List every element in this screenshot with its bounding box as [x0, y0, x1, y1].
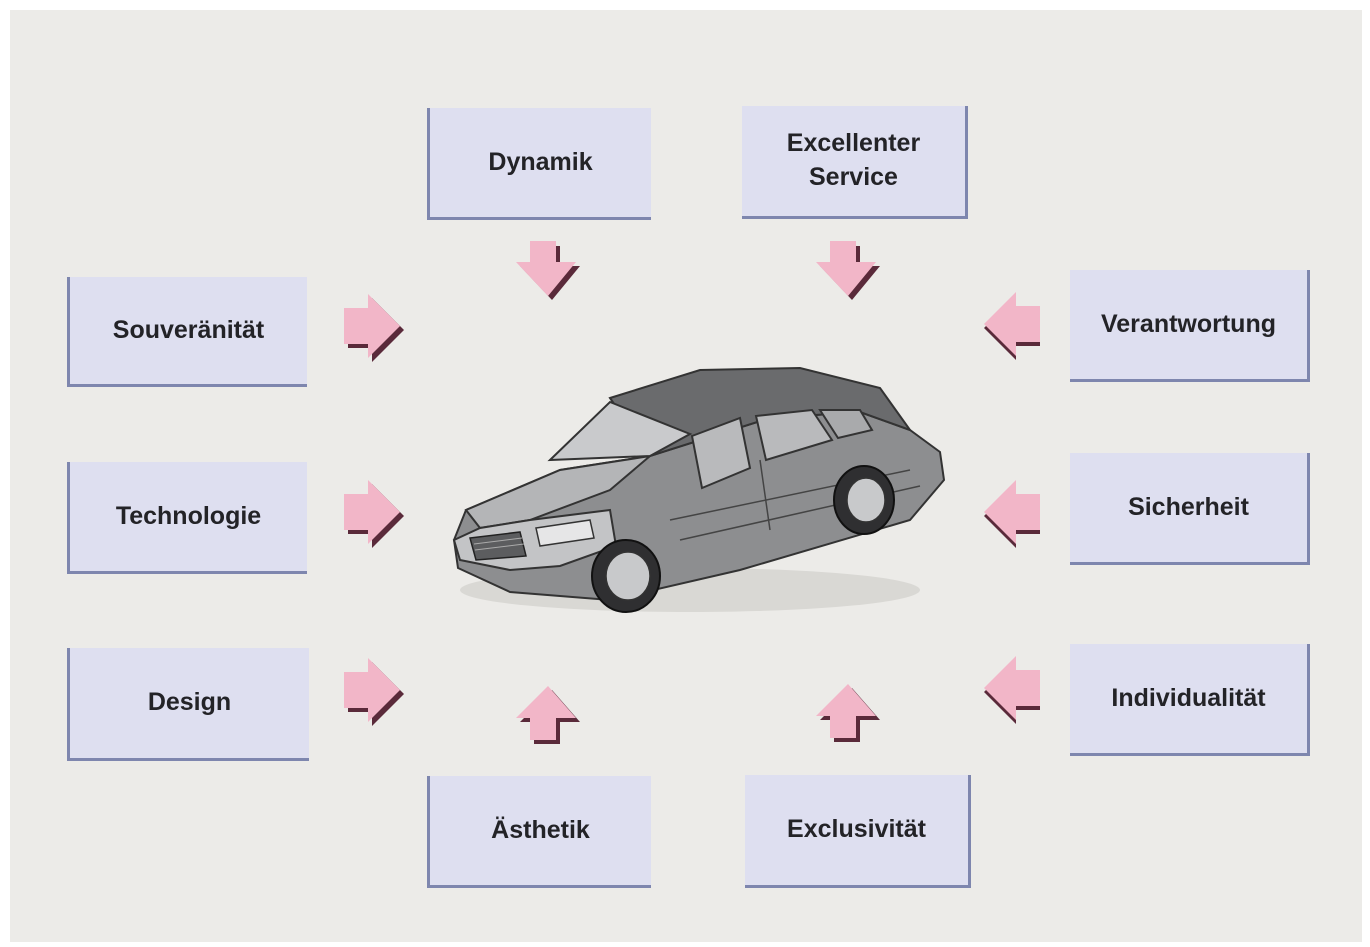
arrow-up-icon: [516, 686, 580, 744]
concept-box-souveraenitaet: Souveränität: [67, 277, 307, 387]
concept-label-dynamik: Dynamik: [488, 147, 593, 176]
concept-box-excellenter-service: Excellenter Service: [742, 106, 968, 219]
arrow-right-icon: [344, 480, 404, 548]
concept-box-individualitaet: Individualität: [1070, 644, 1310, 756]
concept-box-design: Design: [67, 648, 309, 761]
concept-box-dynamik: Dynamik: [427, 108, 651, 220]
arrow-down-icon: [516, 241, 580, 300]
arrow-right-icon: [344, 658, 404, 726]
arrow-left-icon: [984, 656, 1040, 724]
arrow-left-icon: [984, 292, 1040, 360]
concept-box-verantwortung: Verantwortung: [1070, 270, 1310, 382]
concept-label-individualitaet: Individualität: [1111, 683, 1266, 712]
concept-label-design: Design: [147, 688, 232, 717]
concept-label-souveraenitaet: Souveränität: [112, 315, 265, 344]
concept-box-technologie: Technologie: [67, 462, 307, 574]
sedan-car-icon: [452, 366, 946, 613]
concept-label-exclusivitaet: Exclusivität: [787, 815, 926, 844]
arrow-up-icon: [816, 684, 880, 742]
concept-box-exclusivitaet: Exclusivität: [745, 775, 971, 888]
arrow-down-icon: [816, 241, 880, 300]
concept-label-aesthetik: Ästhetik: [491, 815, 590, 844]
concept-label-excellenter-service: Excellenter Service: [786, 129, 921, 191]
concept-label-verantwortung: Verantwortung: [1100, 309, 1276, 338]
concept-box-sicherheit: Sicherheit: [1070, 453, 1310, 565]
concept-label-sicherheit: Sicherheit: [1128, 492, 1249, 521]
arrow-right-icon: [344, 294, 404, 362]
concept-box-aesthetik: Ästhetik: [427, 776, 651, 888]
arrow-left-icon: [984, 480, 1040, 548]
concept-label-technologie: Technologie: [115, 501, 262, 530]
